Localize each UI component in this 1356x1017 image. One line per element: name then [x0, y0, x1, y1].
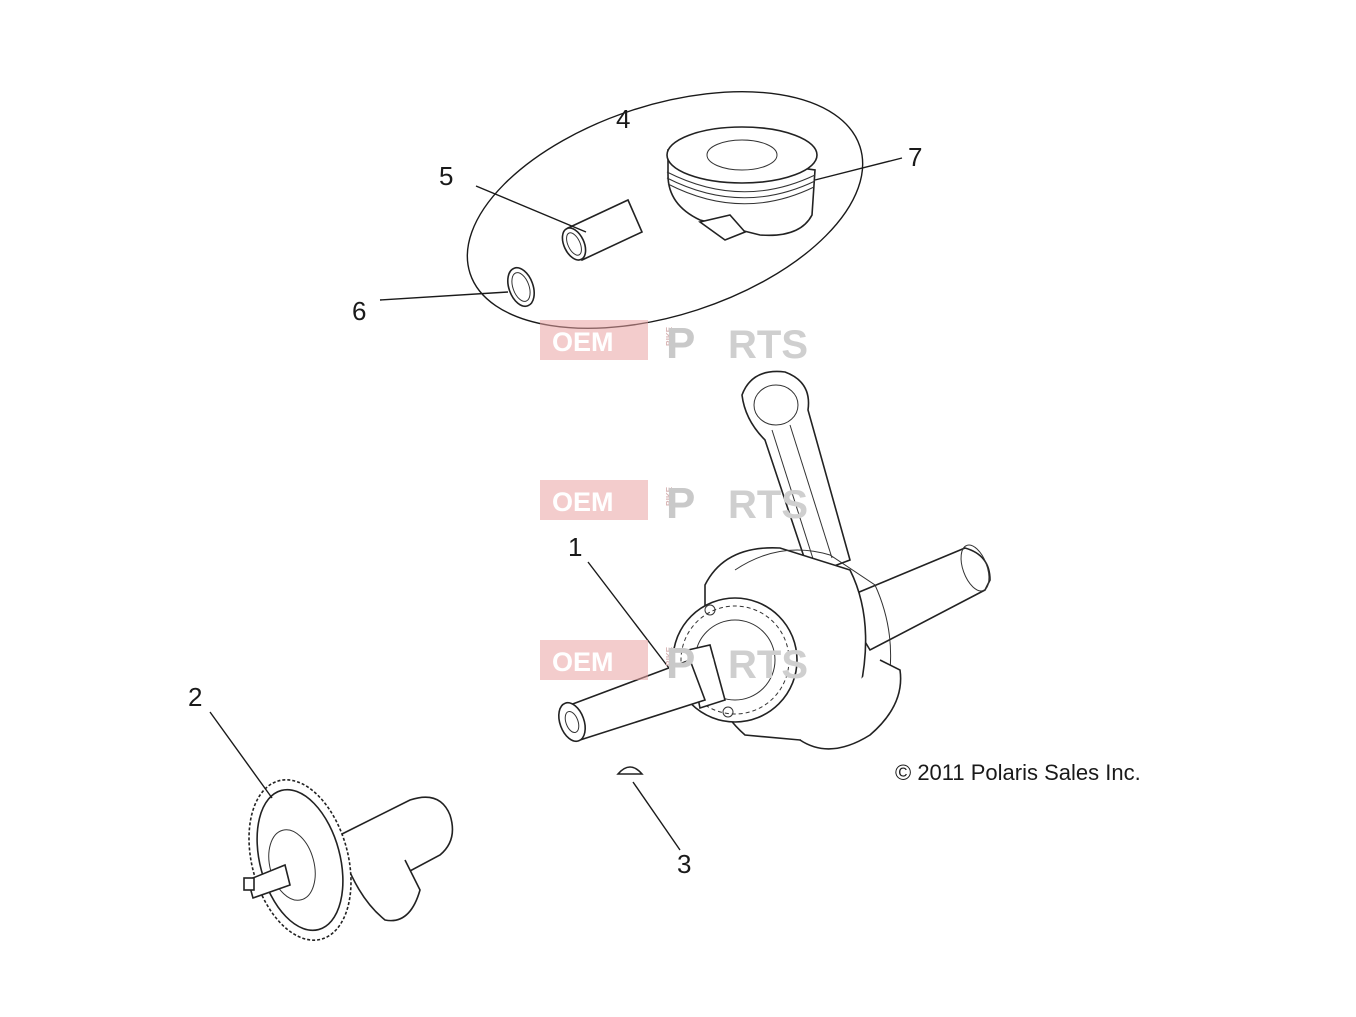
watermark-p: P [666, 319, 695, 368]
watermark-3: OEM BIKE P a RTS [540, 639, 808, 688]
watermark-a: a [697, 484, 717, 522]
watermark-rts: RTS [728, 643, 808, 687]
watermark-oem: OEM [552, 647, 614, 677]
piston[interactable] [666, 126, 818, 241]
crankshaft-assembly[interactable] [554, 370, 995, 750]
callout-2: 2 [188, 682, 202, 712]
piston-kit-outline [466, 91, 864, 329]
balance-shaft[interactable] [232, 768, 454, 951]
watermark-bike: BIKE [665, 646, 674, 666]
callout-3: 3 [677, 849, 691, 879]
piston-pin[interactable] [558, 198, 644, 264]
callout-4: 4 [616, 104, 630, 134]
watermark-bike: BIKE [665, 486, 674, 506]
leader-lines [209, 157, 903, 851]
callout-labels: 1 2 3 4 5 6 7 [188, 104, 922, 879]
circlip[interactable] [503, 264, 539, 310]
watermark-a: a [697, 644, 717, 682]
watermark-oem: OEM [552, 327, 614, 357]
watermark-rts: RTS [728, 483, 808, 527]
leader-1 [587, 561, 673, 673]
watermark-oem: OEM [552, 487, 614, 517]
callout-5: 5 [439, 161, 453, 191]
watermark-bike: BIKE [665, 326, 674, 346]
leader-2 [209, 711, 273, 799]
piston-kit-group [466, 91, 864, 329]
leader-5 [475, 185, 587, 233]
callout-6: 6 [352, 296, 366, 326]
callout-7: 7 [908, 142, 922, 172]
watermark-rts: RTS [728, 323, 808, 367]
leader-7 [814, 157, 903, 181]
leader-6 [379, 291, 509, 301]
watermark-p: P [666, 639, 695, 688]
watermark-a: a [697, 324, 717, 362]
watermark-1: OEM BIKE P a RTS [540, 319, 808, 368]
watermark-2: OEM BIKE P a RTS [540, 479, 808, 528]
leader-3 [632, 781, 681, 851]
woodruff-key[interactable] [616, 766, 644, 775]
callout-1: 1 [568, 532, 582, 562]
copyright-notice: © 2011 Polaris Sales Inc. [895, 760, 1141, 785]
watermark-p: P [666, 479, 695, 528]
